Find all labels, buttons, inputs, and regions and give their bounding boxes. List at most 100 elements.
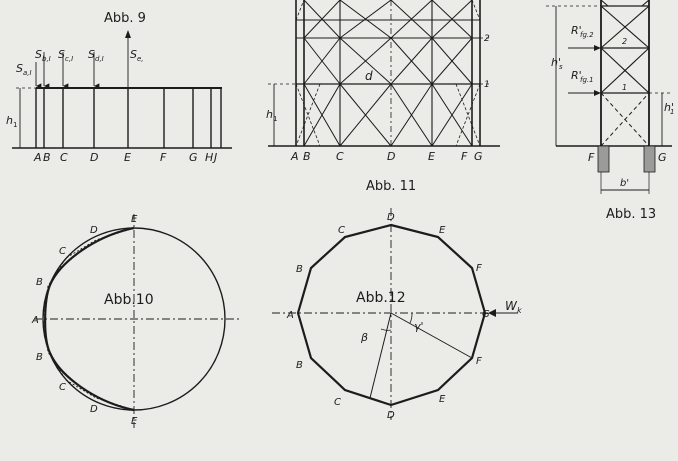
fig12-angle-beta-label: β bbox=[360, 331, 368, 344]
fig12-wind-subscript: k bbox=[517, 306, 522, 315]
fig12-angle-gamma-label: γ' bbox=[414, 320, 424, 333]
fig11-title: Abb. 11 bbox=[366, 179, 416, 194]
fig10-point-label-8: E bbox=[131, 416, 138, 427]
fig13-foot-label-g: G bbox=[658, 151, 667, 164]
fig13-height-label-s: h' bbox=[551, 56, 561, 69]
fig9-base-label-2: C bbox=[60, 151, 68, 164]
fig12-vertex-label-11: C bbox=[338, 225, 345, 236]
fig9-base-label-8: J bbox=[212, 151, 217, 164]
fig13-height-subscript-s: s bbox=[559, 63, 563, 71]
fig9-base-label-5: F bbox=[160, 151, 167, 164]
fig13-force-label-1: R' bbox=[571, 69, 582, 82]
fig13-force-label-2: R' bbox=[571, 24, 582, 37]
fig10-point-label-6: C bbox=[59, 382, 66, 393]
fig11-height-subscript: 1 bbox=[273, 115, 277, 123]
fig11-level-2-label: 2 bbox=[484, 34, 490, 44]
fig10-point-label-2: C bbox=[59, 246, 66, 257]
fig10-point-label-4: A bbox=[31, 315, 39, 326]
fig9-base-label-6: G bbox=[189, 151, 198, 164]
fig9-force-subscript-3: d,I bbox=[95, 55, 104, 63]
fig12-wind-arrowhead bbox=[488, 309, 496, 317]
fig13-title: Abb. 13 bbox=[606, 207, 656, 222]
fig11-base-label-5: F bbox=[461, 150, 468, 163]
fig13-force-subscript-1: fg.1 bbox=[580, 76, 594, 84]
fig13-force-arrowhead-1 bbox=[594, 90, 601, 96]
fig9-force-subscript-2: c,I bbox=[65, 55, 73, 63]
fig12-vertex-label-9: A bbox=[286, 310, 294, 321]
fig12-angle-arc-gamma bbox=[409, 312, 413, 324]
fig12-vertex-label-4: F bbox=[476, 356, 482, 367]
fig12-vertex-label-8: B bbox=[296, 360, 303, 371]
fig10-point-labels: E D C B A B C D E bbox=[31, 214, 138, 427]
fig13-foot-label-f: F bbox=[588, 151, 595, 164]
fig9-force-label-3: S bbox=[88, 48, 95, 61]
fig12-vertex-label-1: E bbox=[439, 225, 446, 236]
fig12-vertex-label-10: B bbox=[296, 264, 303, 275]
fig11-height-label: h bbox=[266, 108, 273, 121]
fig9-force-arrowhead-e bbox=[125, 30, 131, 38]
fig12-vertex-label-7: C bbox=[334, 397, 341, 408]
fig12-radius-to-f bbox=[390, 312, 473, 359]
fig11-lower-bracing bbox=[303, 83, 473, 147]
fig11-hidden-bracing bbox=[295, 0, 481, 147]
fig9-base-label-4: E bbox=[124, 151, 131, 164]
fig9-base-label-0: A bbox=[33, 151, 42, 164]
figure-abb-10: Abb.10 E D C B A B C D E bbox=[31, 214, 240, 428]
fig10-point-label-5: B bbox=[36, 352, 43, 363]
fig10-chord-polygon bbox=[42, 227, 135, 411]
fig13-panel-label-1: 1 bbox=[622, 83, 627, 92]
fig13-foundation-right bbox=[643, 145, 656, 173]
fig9-base-label-7: H bbox=[205, 151, 213, 164]
fig12-title: Abb.12 bbox=[356, 290, 406, 306]
fig13-panel-label-2: 2 bbox=[622, 37, 627, 46]
fig12-vertex-label-2: F bbox=[476, 263, 482, 274]
fig9-force-label-1: S bbox=[35, 48, 42, 61]
fig12-vertex-label-5: E bbox=[439, 394, 446, 405]
fig13-lower-bracing bbox=[600, 92, 650, 147]
fig9-force-label-2: S bbox=[58, 48, 65, 61]
fig11-level-1-label: 1 bbox=[484, 80, 490, 90]
fig9-force-subscript-4: e, bbox=[137, 55, 144, 63]
fig11-base-label-0: A bbox=[290, 150, 299, 163]
fig12-vertex-label-0: D bbox=[387, 212, 395, 223]
fig10-point-label-7: D bbox=[90, 404, 98, 415]
fig10-title: Abb.10 bbox=[104, 292, 154, 308]
fig10-point-label-1: D bbox=[90, 225, 98, 236]
fig9-base-label-3: D bbox=[90, 151, 98, 164]
fig9-height-subscript: 1 bbox=[13, 121, 17, 129]
fig12-dodecagon bbox=[296, 223, 487, 407]
fig9-base-label-1: B bbox=[43, 151, 51, 164]
fig12-radius-to-c bbox=[369, 312, 392, 399]
fig9-force-label-0: S bbox=[16, 62, 23, 75]
fig9-force-label-4: S bbox=[130, 48, 137, 61]
fig11-base-label-1: B bbox=[303, 150, 311, 163]
fig9-force-subscript-1: b,I bbox=[42, 55, 51, 63]
figure-abb-13: b' R' fg.2 R' fg.1 2 1 h' s h' 1 F G Abb… bbox=[546, 0, 674, 222]
fig12-angle-arc-beta bbox=[380, 328, 392, 331]
fig9-force-subscript-0: a,I bbox=[23, 69, 32, 77]
fig13-foundation-left bbox=[597, 145, 610, 173]
fig11-base-label-3: D bbox=[387, 150, 395, 163]
fig12-vertex-label-3: G bbox=[482, 309, 490, 320]
fig13-force-subscript-2: fg.2 bbox=[580, 31, 594, 39]
fig9-height-label: h bbox=[6, 114, 13, 127]
fig11-base-label-6: G bbox=[474, 150, 483, 163]
fig13-height-subscript-1: 1 bbox=[670, 108, 674, 116]
fig11-base-label-4: E bbox=[428, 150, 435, 163]
fig10-point-label-3: B bbox=[36, 277, 43, 288]
fig11-upper-bracing bbox=[303, 0, 473, 85]
fig13-width-label: b' bbox=[620, 178, 629, 189]
fig11-center-label: d bbox=[365, 69, 373, 83]
fig10-point-label-0: E bbox=[131, 214, 138, 225]
fig13-height-label-1: h' bbox=[664, 101, 674, 114]
fig9-title: Abb. 9 bbox=[104, 11, 146, 26]
